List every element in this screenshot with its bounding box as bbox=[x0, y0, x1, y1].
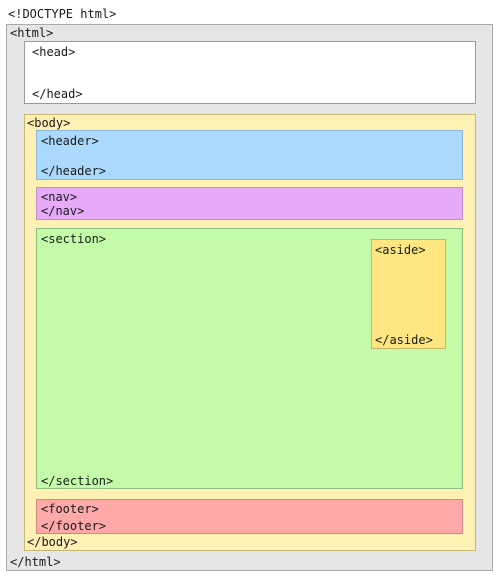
nav-close-tag: </nav> bbox=[41, 204, 85, 218]
footer-close-tag: </footer> bbox=[41, 519, 107, 533]
footer-open-tag: <footer> bbox=[41, 502, 99, 516]
body-close-tag: </body> bbox=[27, 535, 78, 549]
section-close-tag: </section> bbox=[41, 474, 114, 488]
body-element-box: <body> <header> </header> <nav> </nav> <… bbox=[24, 114, 476, 551]
html-element-box: <html> <head> </head> <body> <header> </… bbox=[6, 24, 493, 571]
head-element-box: <head> </head> bbox=[24, 41, 476, 104]
header-element-box: <header> </header> bbox=[36, 130, 463, 180]
aside-element-box: <aside> </aside> bbox=[371, 239, 446, 349]
doctype-label: <!DOCTYPE html> bbox=[8, 7, 117, 21]
aside-open-tag: <aside> bbox=[375, 243, 426, 257]
header-open-tag: <header> bbox=[41, 134, 99, 148]
section-element-box: <section> <aside> </aside> </section> bbox=[36, 228, 463, 489]
footer-element-box: <footer> </footer> bbox=[36, 499, 463, 534]
nav-open-tag: <nav> bbox=[41, 190, 78, 204]
html-close-tag: </html> bbox=[10, 555, 61, 569]
aside-close-tag: </aside> bbox=[375, 333, 433, 347]
nav-element-box: <nav> </nav> bbox=[36, 187, 463, 220]
section-open-tag: <section> bbox=[41, 232, 107, 246]
head-open-tag: <head> bbox=[32, 45, 76, 59]
html-open-tag: <html> bbox=[10, 26, 54, 40]
head-close-tag: </head> bbox=[32, 87, 83, 101]
body-open-tag: <body> bbox=[27, 116, 71, 130]
header-close-tag: </header> bbox=[41, 164, 107, 178]
